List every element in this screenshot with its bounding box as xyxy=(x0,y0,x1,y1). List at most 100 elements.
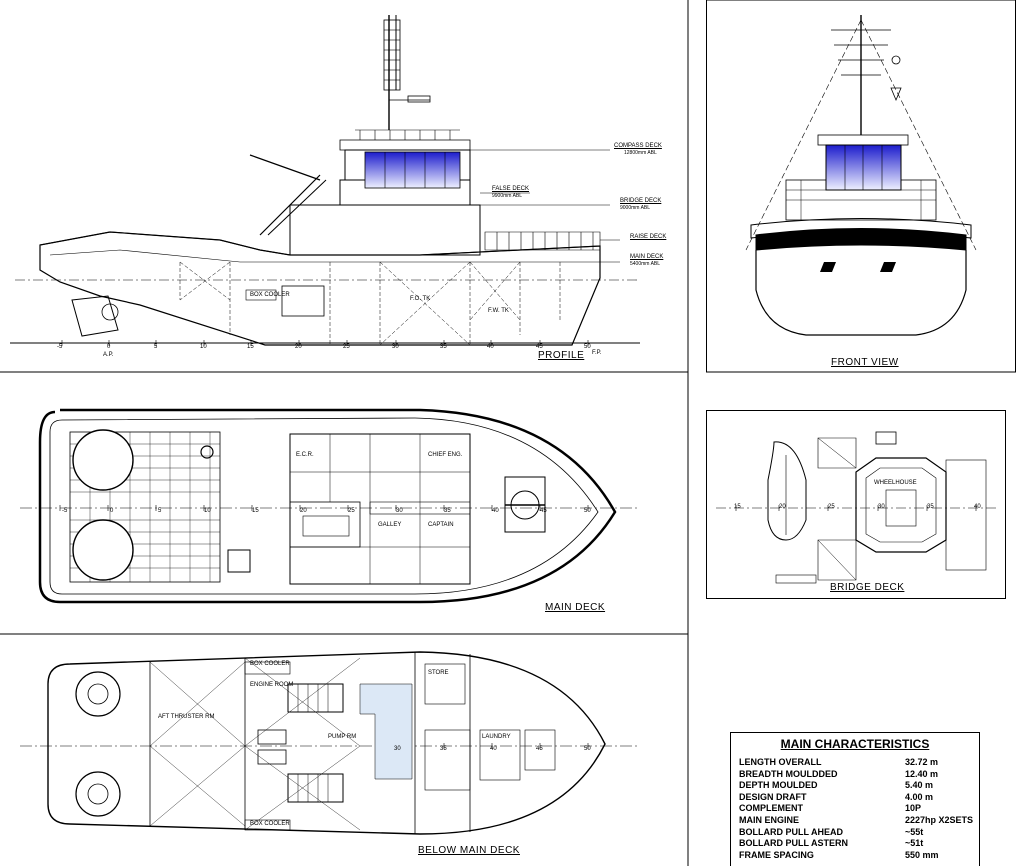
room-label: BOX COOLER xyxy=(250,661,290,667)
below-frame-number: 30 xyxy=(394,746,401,752)
deck-level-height: 5400mm ABL xyxy=(630,261,661,267)
main-deck-frame-number: 0 xyxy=(110,508,114,514)
deck-level-name: FALSE DECK xyxy=(492,186,530,192)
characteristics-row: COMPLEMENT 10P xyxy=(731,803,979,815)
deck-level-name: RAISE DECK xyxy=(630,234,667,240)
profile-frame-number: 0 xyxy=(107,344,111,350)
view-title-front: FRONT VIEW xyxy=(831,357,899,368)
main-deck-frame-number: 5 xyxy=(158,508,162,514)
characteristics-row: BREADTH MOULDDED 12.40 m xyxy=(731,769,979,781)
profile-drawing xyxy=(10,15,640,346)
profile-frame-number: 20 xyxy=(295,344,302,350)
profile-frame-number: 15 xyxy=(247,344,254,350)
main-deck-drawing xyxy=(20,408,640,604)
room-label: E.C.R. xyxy=(296,452,314,458)
characteristics-row: DEPTH MOULDED 5.40 m xyxy=(731,780,979,792)
spec-label: BOLLARD PULL AHEAD xyxy=(739,826,843,837)
below-main-deck-view: 30 35 40 45 50 BOX COOLER BOX COOLER ENG… xyxy=(0,634,688,866)
profile-frame-number: 25 xyxy=(343,344,350,350)
main-deck-frame-number: 45 xyxy=(540,508,547,514)
below-main-deck-drawing xyxy=(20,651,640,835)
front-view-drawing xyxy=(745,15,977,336)
bridge-deck-view: 15 20 25 30 35 40 WHEELHOUSE BRIDGE DECK xyxy=(706,410,1006,599)
deck-level-main: MAIN DECK 5400mm ABL xyxy=(630,254,663,267)
view-title-profile: PROFILE xyxy=(538,350,585,361)
spec-value: ~51t xyxy=(905,838,924,849)
profile-frame-number: 5 xyxy=(154,344,158,350)
main-deck-frame-number: 15 xyxy=(252,508,259,514)
profile-frame-number: 35 xyxy=(440,344,447,350)
room-label: BOX COOLER xyxy=(250,292,290,298)
main-deck-frame-number: 30 xyxy=(396,508,403,514)
below-frame-number: 50 xyxy=(584,746,591,752)
bridge-frame-number: 15 xyxy=(734,504,741,510)
profile-view: -5 0 5 10 15 20 25 30 35 40 45 50 A.P. F… xyxy=(0,0,688,372)
characteristics-title: MAIN CHARACTERISTICS xyxy=(780,737,930,751)
characteristics-row: MAIN ENGINE 2227hp X2SETS xyxy=(731,815,979,827)
room-label: ENGINE ROOM xyxy=(250,682,294,688)
main-deck-frame-number: -5 xyxy=(62,508,68,514)
room-label: STORE xyxy=(428,670,449,676)
characteristics-row: LENGTH OVERALL 32.72 m xyxy=(731,757,979,769)
bridge-frame-number: 25 xyxy=(828,504,835,510)
spec-label: BOLLARD PULL ASTERN xyxy=(739,838,848,849)
room-label: BOX COOLER xyxy=(250,821,290,827)
characteristics-row: BOLLARD PULL AHEAD ~55t xyxy=(731,827,979,839)
deck-level-height: 12800mm ABL xyxy=(624,150,657,156)
spec-label: DEPTH MOULDED xyxy=(739,780,818,791)
spec-value: 550 mm xyxy=(905,849,939,860)
room-label: CHIEF ENG. xyxy=(428,452,463,458)
spec-label: LENGTH OVERALL xyxy=(739,757,822,767)
main-deck-frame-number: 10 xyxy=(204,508,211,514)
room-label: F.W. TK xyxy=(488,308,509,314)
main-deck-frame-number: 50 xyxy=(584,508,591,514)
deck-level-height: 9900mm ABL xyxy=(492,193,523,199)
spec-value: 10P xyxy=(905,803,922,814)
profile-frame-number: 30 xyxy=(392,344,399,350)
spec-value: ~55t xyxy=(905,826,924,837)
below-frame-number: 35 xyxy=(440,746,447,752)
spec-label: MAIN ENGINE xyxy=(739,814,800,825)
bridge-frame-number: 20 xyxy=(779,504,786,510)
characteristics-row: DESIGN DRAFT 4.00 m xyxy=(731,792,979,804)
characteristics-row: BOLLARD PULL ASTERN ~51t xyxy=(731,838,979,850)
spec-label: BREADTH MOULDDED xyxy=(739,768,838,779)
profile-frame-number: 10 xyxy=(200,344,207,350)
room-label: LAUNDRY xyxy=(482,734,511,740)
front-view: FRONT VIEW xyxy=(706,0,1016,372)
deck-level-raise: RAISE DECK xyxy=(630,234,666,241)
view-title-main-deck: MAIN DECK xyxy=(545,602,606,613)
bridge-frame-number: 30 xyxy=(878,504,885,510)
main-deck-view: -5 0 5 10 15 20 25 30 35 40 45 50 GALLEY… xyxy=(0,372,688,634)
room-label: PUMP RM xyxy=(328,734,357,740)
profile-frame-number: 40 xyxy=(487,344,494,350)
main-deck-frame-number: 25 xyxy=(348,508,355,514)
main-deck-frame-number: 20 xyxy=(300,508,307,514)
spec-value: 12.40 m xyxy=(905,768,939,779)
deck-level-compass: COMPASS DECK 12800mm ABL xyxy=(614,143,662,156)
bridge-frame-number: 40 xyxy=(974,504,981,510)
bridge-frame-number: 35 xyxy=(927,504,934,510)
deck-level-false: FALSE DECK 9900mm ABL xyxy=(492,186,529,199)
deck-level-bridge: BRIDGE DECK 9000mm ABL xyxy=(620,198,661,211)
main-deck-frame-number: 35 xyxy=(444,508,451,514)
spec-value: 4.00 m xyxy=(905,791,934,802)
spec-label: COMPLEMENT xyxy=(739,803,803,814)
room-label: F.O. TK xyxy=(410,296,431,302)
fore-perpendicular-mark: F.P. xyxy=(592,350,602,356)
view-title-bridge-deck: BRIDGE DECK xyxy=(830,582,905,593)
characteristics-row: FRAME SPACING 550 mm xyxy=(731,850,979,862)
spec-label: DESIGN DRAFT xyxy=(739,791,807,802)
main-deck-frame-number: 40 xyxy=(492,508,499,514)
below-frame-number: 45 xyxy=(536,746,543,752)
below-frame-number: 40 xyxy=(490,746,497,752)
bridge-deck-drawing xyxy=(716,431,996,584)
deck-level-name: BRIDGE DECK xyxy=(620,198,662,204)
profile-frame-number: 45 xyxy=(536,344,543,350)
spec-value: 2227hp X2SETS xyxy=(905,814,974,825)
aft-perpendicular-mark: A.P. xyxy=(103,352,114,358)
view-title-below-main-deck: BELOW MAIN DECK xyxy=(418,845,520,856)
room-label: CAPTAIN xyxy=(428,522,454,528)
profile-frame-number: 50 xyxy=(584,344,591,350)
